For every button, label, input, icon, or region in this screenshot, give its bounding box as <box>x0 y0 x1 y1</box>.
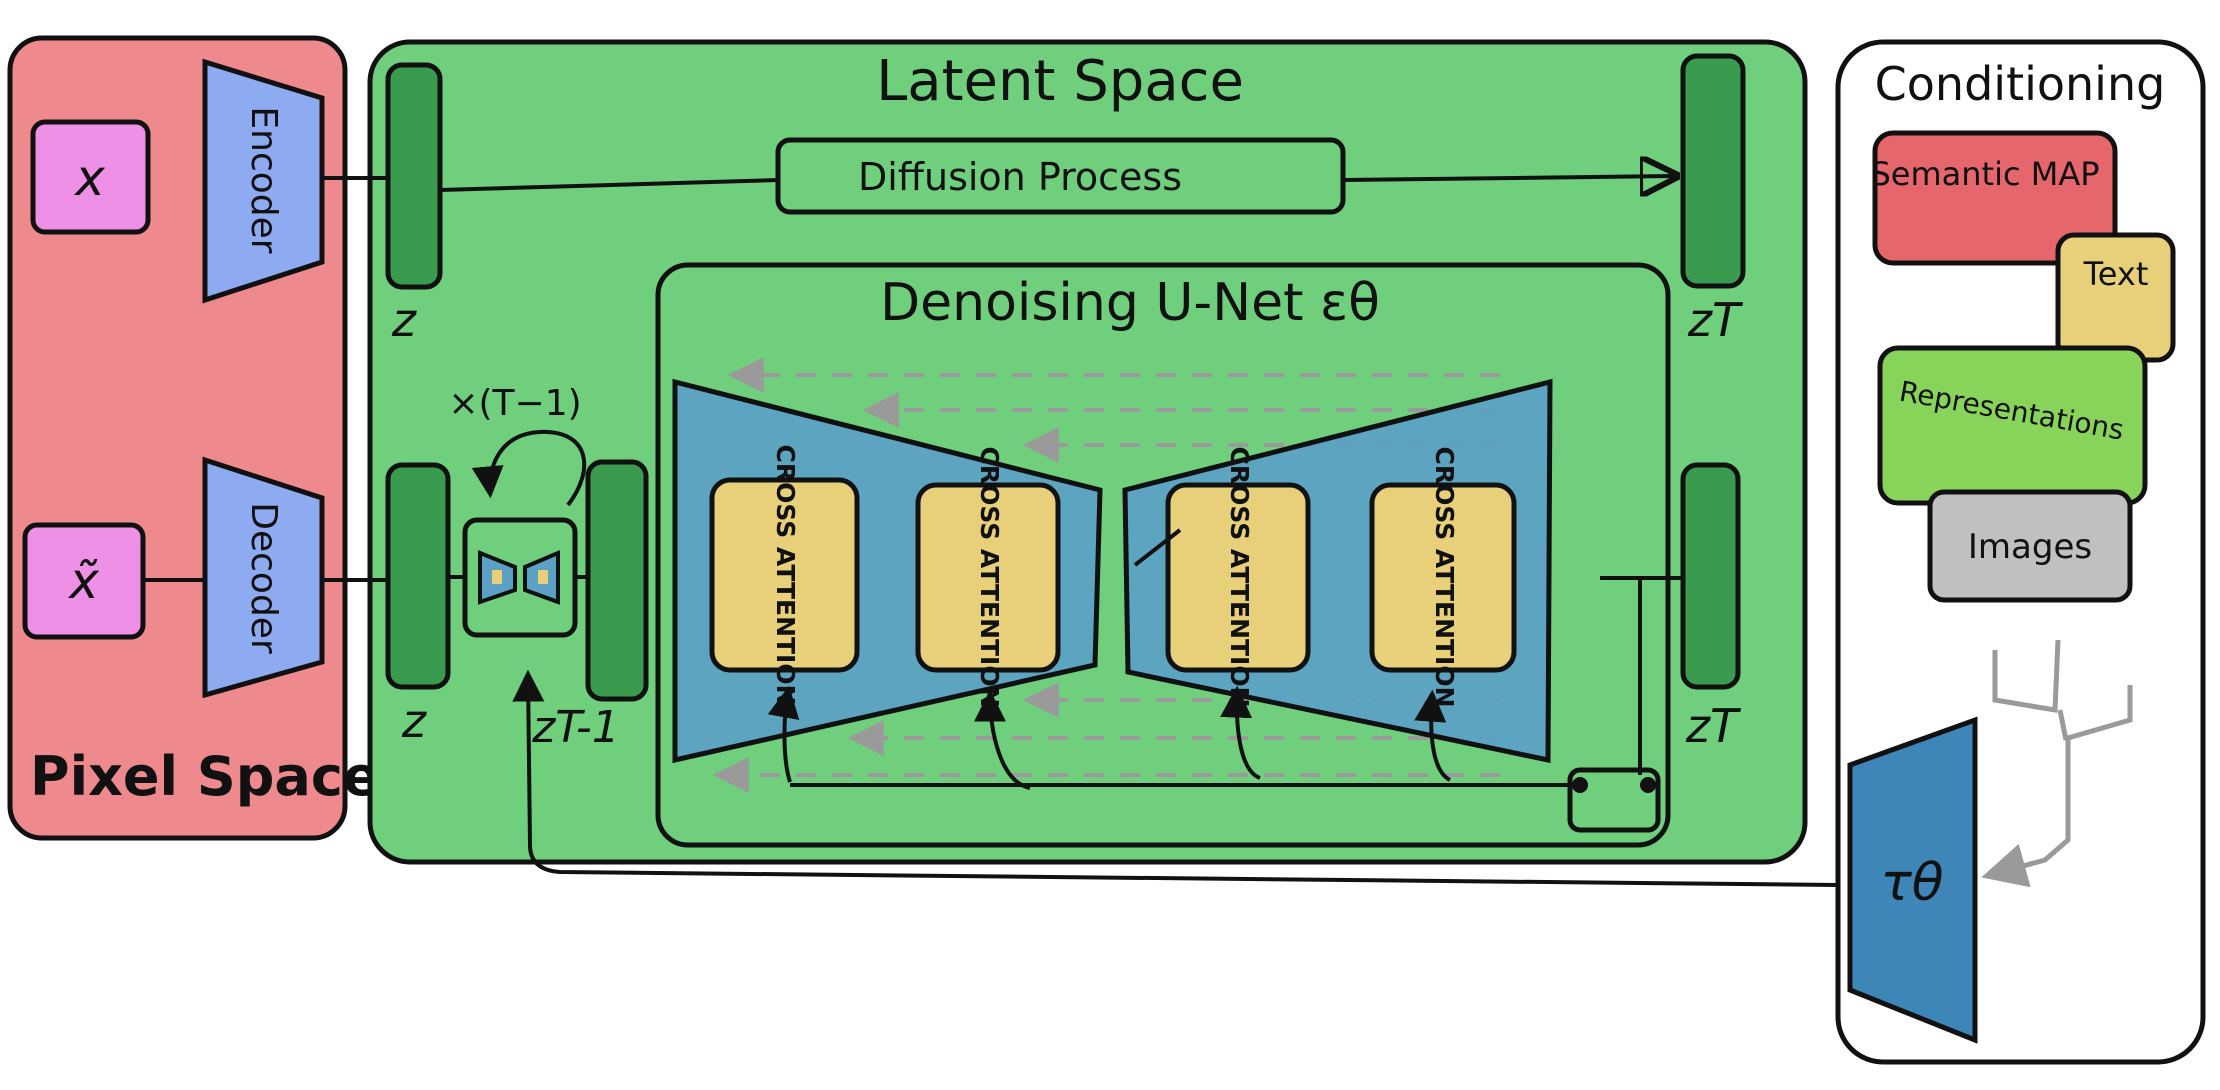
cross-attention-2-label: CROSS ATTENTION <box>975 446 1004 707</box>
decoder-shape <box>202 456 325 699</box>
latent-zt-bottom-label: zT <box>1685 699 1742 753</box>
output-image-symbol: x̃ <box>67 552 99 610</box>
latent-z-bottom <box>385 462 451 690</box>
cross-attention-4 <box>1369 482 1517 673</box>
semantic-map-label: Semantic MAP <box>1870 155 2099 193</box>
decoder-half-skip-tick <box>1133 528 1182 567</box>
latent-z-bottom-label: z <box>401 694 427 748</box>
latent-z-top-label: z <box>391 293 417 347</box>
cross-attention-4-label: CROSS ATTENTION <box>1430 446 1459 707</box>
pixel-space-title: Pixel Space <box>30 745 379 808</box>
repeat-label: ×(T−1) <box>448 383 581 424</box>
diffusion-left-line <box>439 178 779 192</box>
cross-attention-3-label: CROSS ATTENTION <box>1225 446 1254 707</box>
semantic-map-box <box>1872 130 2118 266</box>
images-label: Images <box>1968 527 2092 567</box>
conditioning-feed-line <box>512 669 1839 887</box>
latent-zt-minus-1 <box>585 459 649 702</box>
input-image-symbol: x <box>73 149 105 207</box>
condition-line-1 <box>767 685 800 783</box>
conditioning-merge-arrow <box>1990 639 2133 875</box>
output-image-box <box>22 522 146 640</box>
mini-attention-left <box>492 570 502 584</box>
conditioning-merge-stem <box>2057 709 2069 741</box>
latent-zt-bottom <box>1680 462 1741 690</box>
cross-attention-2 <box>915 482 1061 673</box>
cross-attention-3 <box>1165 482 1311 673</box>
tau-encoder-shape <box>1847 716 1978 1044</box>
encoder-label: Encoder <box>243 106 284 253</box>
images-box <box>1927 489 2133 603</box>
pixel-space-panel: Pixel Space x x̃ Encoder Decoder <box>7 35 379 841</box>
condition-line-4 <box>1414 689 1452 782</box>
cross-attention-1 <box>709 477 860 673</box>
diffusion-process-box <box>775 137 1346 215</box>
conditioning-title: Conditioning <box>1875 57 2166 111</box>
latent-space-title: Latent Space <box>876 49 1244 114</box>
diffusion-process-label: Diffusion Process <box>858 155 1182 199</box>
connector-dot-right <box>1640 777 1656 793</box>
connector-dot-left <box>1572 777 1588 793</box>
diffusion-arrow <box>1342 176 1676 180</box>
latent-zt-top-label: zT <box>1687 293 1744 347</box>
repeat-loop-arrow <box>471 429 587 507</box>
denoising-unet: Denoising U-Net εθ CROSS ATTENTION CROSS… <box>655 262 1683 848</box>
text-box <box>2055 232 2176 363</box>
latent-space-panel: Latent Space z zT z zT-1 zT Diffusion Pr… <box>322 39 1839 887</box>
condition-line-3 <box>1220 685 1261 780</box>
tau-label: τθ <box>1880 853 1943 913</box>
input-image-box <box>30 119 151 235</box>
text-label: Text <box>2083 255 2149 293</box>
cross-attention-1-label: CROSS ATTENTION <box>771 444 800 705</box>
conditioning-panel: Conditioning Semantic MAP Text Represent… <box>1835 39 2206 1065</box>
latent-zt-top <box>1680 53 1746 289</box>
decoder-label: Decoder <box>243 502 284 654</box>
latent-z-top <box>385 62 443 290</box>
condition-connector-box <box>1567 767 1661 833</box>
unet-title: Denoising U-Net εθ <box>880 273 1380 333</box>
encoder-shape <box>202 58 325 304</box>
latent-zt-minus-1-label: zT-1 <box>531 702 620 753</box>
mini-attention-right <box>538 570 548 584</box>
